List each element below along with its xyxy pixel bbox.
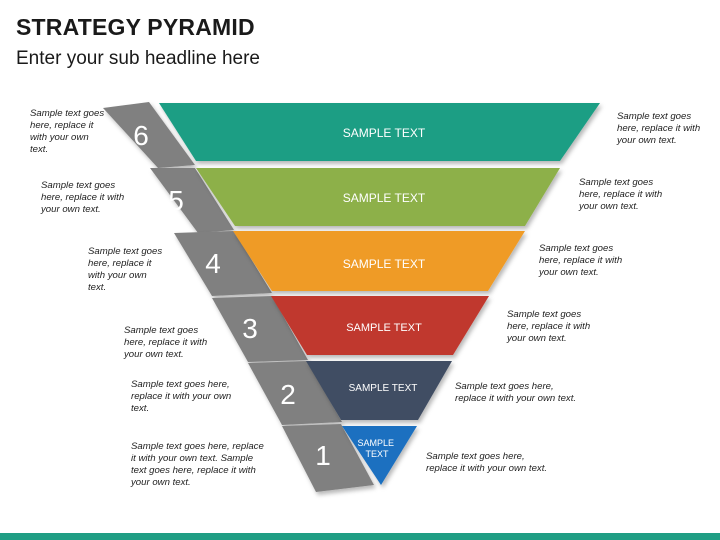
left-note-2: Sample text goes here, replace it with y… [131, 379, 232, 414]
level-label-3: SAMPLE TEXT [346, 322, 422, 334]
level-label-1: SAMPLE TEXT [357, 438, 396, 459]
level-label-2: SAMPLE TEXT [349, 383, 418, 394]
level-number-1: 1 [315, 440, 331, 471]
level-band-2 [306, 361, 452, 420]
level-number-3: 3 [242, 313, 258, 344]
right-note-6: Sample text goes here, replace it with y… [617, 111, 701, 146]
pyramid-level-2: 2 SAMPLE TEXT [248, 361, 452, 425]
number-step-4 [174, 231, 272, 296]
left-note-4: Sample text goes here, replace it with y… [88, 246, 163, 293]
left-note-3: Sample text goes here, replace it with y… [124, 325, 208, 360]
right-note-2: Sample text goes here, replace it with y… [455, 381, 577, 404]
level-label-4: SAMPLE TEXT [343, 257, 426, 271]
level-label-6: SAMPLE TEXT [343, 126, 426, 140]
level-band-5 [196, 168, 560, 226]
page-title: STRATEGY PYRAMID [16, 14, 255, 40]
pyramid-level-6: 6 SAMPLE TEXT [103, 102, 600, 168]
number-step-2 [248, 361, 342, 425]
pyramid-level-1: 1 SAMPLE TEXT [282, 424, 417, 492]
level-band-4 [233, 231, 525, 291]
level-label-5: SAMPLE TEXT [343, 191, 426, 205]
level-number-4: 4 [205, 248, 221, 279]
level-number-5: 5 [168, 185, 184, 216]
left-note-5: Sample text goes here, replace it with y… [41, 180, 125, 215]
level-band-6 [159, 103, 600, 161]
right-note-4: Sample text goes here, replace it with y… [539, 243, 623, 278]
left-note-1: Sample text goes here, replace it with y… [131, 441, 264, 488]
page-subtitle: Enter your sub headline here [16, 48, 260, 69]
right-note-5: Sample text goes here, replace it with y… [579, 177, 663, 212]
number-step-5 [150, 168, 234, 233]
pyramid-level-3: 3 SAMPLE TEXT [212, 296, 489, 362]
footer-accent-bar [0, 533, 720, 540]
left-note-6: Sample text goes here, replace it with y… [30, 108, 105, 155]
pyramid-level-4: 4 SAMPLE TEXT [174, 231, 525, 296]
level-number-6: 6 [133, 120, 149, 151]
pyramid-level-5: 5 SAMPLE TEXT [150, 168, 560, 233]
number-step-6 [103, 102, 195, 168]
level-band-1 [342, 426, 417, 485]
right-note-3: Sample text goes here, replace it with y… [507, 309, 591, 344]
right-note-1: Sample text goes here, replace it with y… [426, 451, 548, 474]
level-band-3 [271, 296, 489, 355]
number-step-3 [212, 296, 308, 362]
number-step-1 [282, 424, 374, 492]
level-number-2: 2 [280, 379, 296, 410]
